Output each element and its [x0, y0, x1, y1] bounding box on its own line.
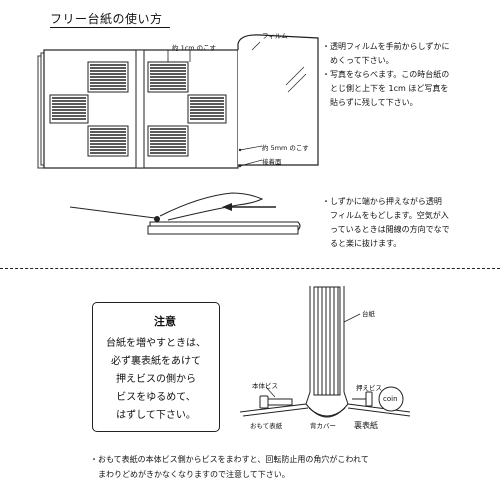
- section-divider: [0, 268, 500, 269]
- label-press-screw: 押えビス: [356, 384, 382, 392]
- label-5mm: 約 5mm のこす: [262, 144, 309, 152]
- binding-diagram: [239, 286, 411, 418]
- footer-note: ・おもて表紙の本体ビス側からビスをまわすと、回転防止用の角穴がこわれて まわりど…: [90, 455, 369, 479]
- label-back-cover: 裏表紙: [354, 421, 378, 430]
- label-daishi: 台紙: [362, 310, 375, 318]
- left-page: [43, 49, 141, 169]
- notice-body: 台紙を増やすときは、 必ず裏表紙をあけて 押えビスの側から ビスをゆるめて、 は…: [106, 338, 206, 421]
- instructions-block-1: ・透明フィルムを手前からしずかに めくって下さい。 ・写真をならべます。この時台…: [322, 42, 450, 107]
- notice-title: 注意: [154, 315, 176, 328]
- label-main-screw: 本体ビス: [252, 382, 278, 390]
- arrow-left-icon: [222, 203, 232, 211]
- title-underline: [50, 27, 170, 28]
- page-title: フリー台紙の使い方: [50, 12, 163, 26]
- film-return-diagram: [69, 192, 301, 235]
- notice-box: 注意 台紙を増やすときは、 必ず裏表紙をあけて 押えビスの側から ビスをゆるめて…: [92, 302, 220, 432]
- coin-icon: [378, 386, 404, 412]
- label-1cm: 約 1cm のこす: [172, 44, 217, 52]
- label-film: フィルム: [262, 32, 288, 40]
- label-coin: coin: [383, 395, 398, 403]
- label-spine: 背カバー: [310, 422, 336, 430]
- label-adhesive: 接着面: [262, 158, 282, 166]
- film-sheet: [237, 34, 319, 166]
- photo-blocks-left: [49, 61, 129, 157]
- instructions-block-2: ・しずかに端から押えながら透明 フィルムをもどします。空気が入 っているときは閲…: [322, 197, 450, 248]
- label-front-cover: おもて表紙: [250, 422, 283, 430]
